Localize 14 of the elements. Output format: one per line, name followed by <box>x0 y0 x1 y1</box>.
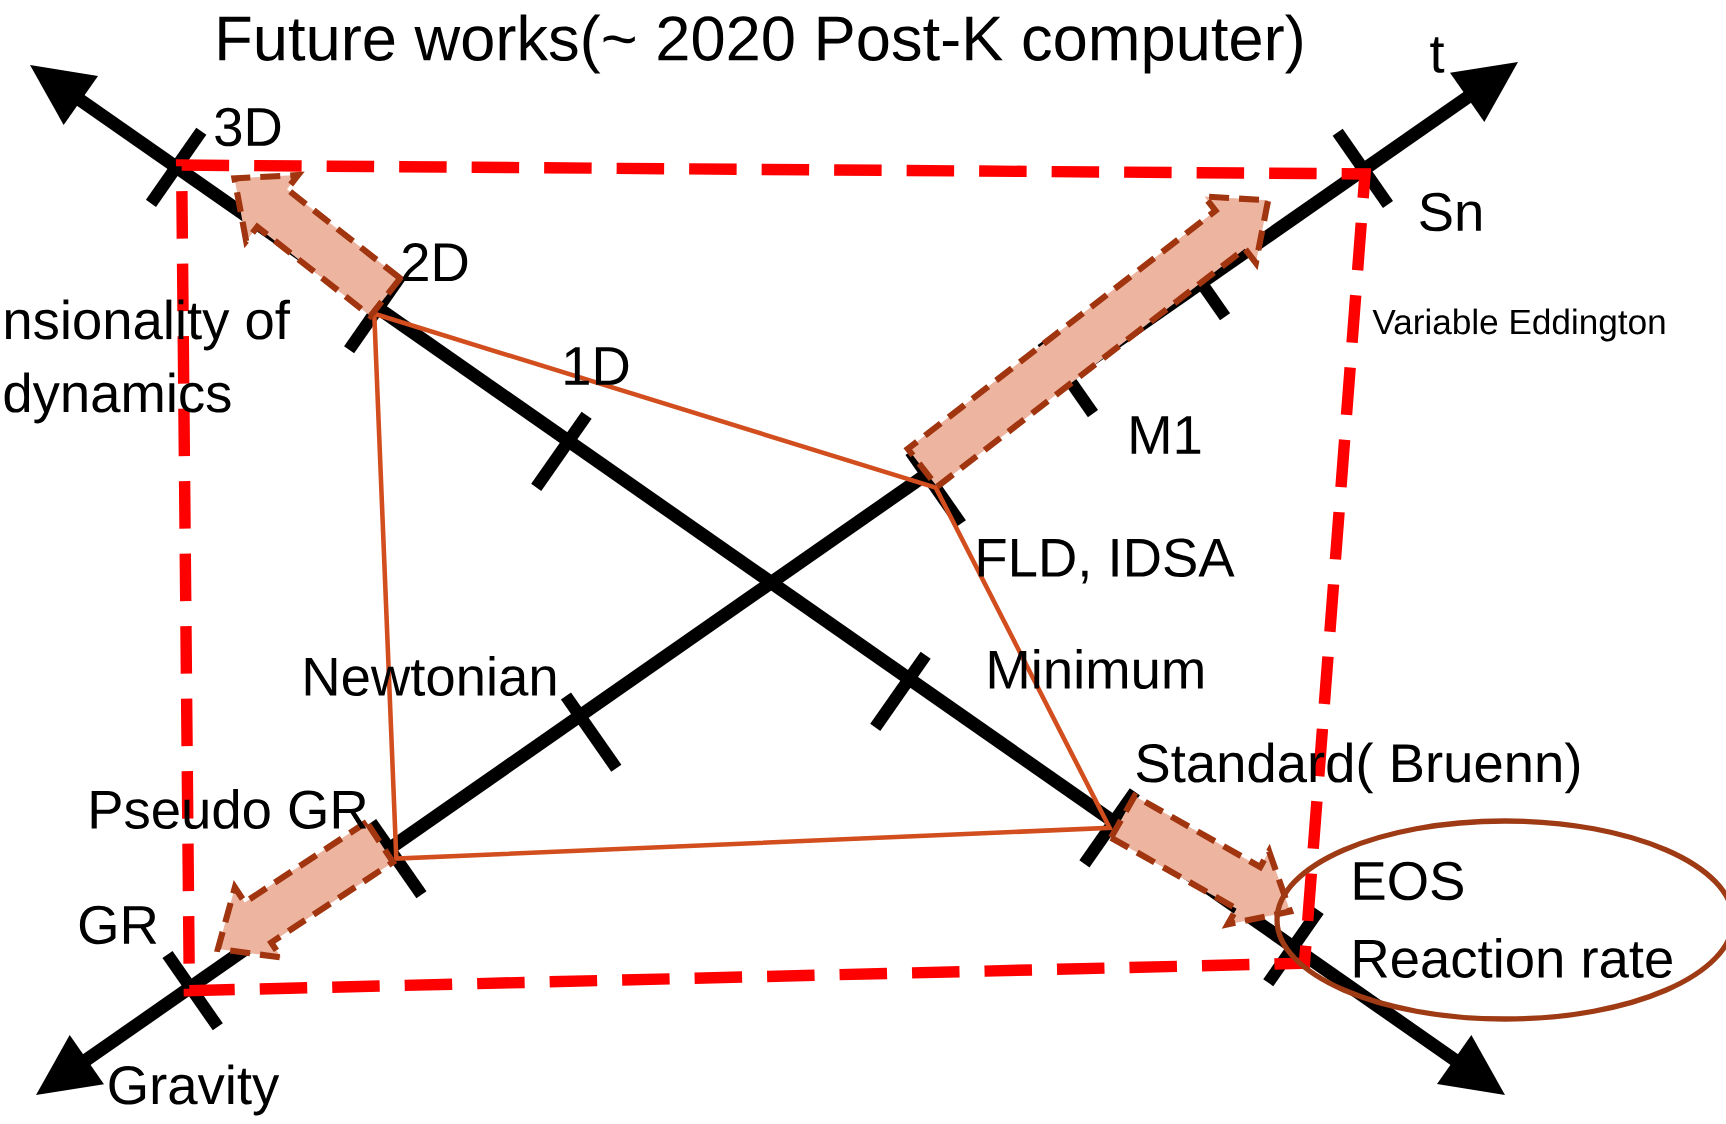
axis-label: GR <box>79 905 157 945</box>
title: Future works(~ 2020 Post-K computer) <box>219 14 1302 74</box>
axis-label: 2D <box>402 243 468 281</box>
axis-label: Standard( Bruenn) <box>1136 742 1580 794</box>
axis-label: M1 <box>1131 416 1201 454</box>
axis-label: FLD, IDSA <box>978 538 1235 584</box>
axis-label: t <box>1430 37 1445 73</box>
axis-label: nsionality of <box>5 299 290 351</box>
axis-label: 3D <box>215 107 281 147</box>
axis-label: Sn <box>1420 192 1481 232</box>
axis-label: dynamics <box>4 372 231 424</box>
axis-label: Variable Eddington <box>1372 308 1665 342</box>
axis-label: Gravity <box>109 1064 280 1116</box>
axis-label: 1D <box>565 347 629 385</box>
